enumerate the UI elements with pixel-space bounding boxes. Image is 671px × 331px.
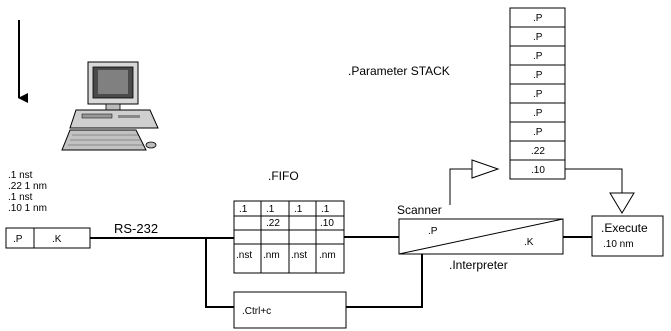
fifo-bottom-3: .nst [291, 250, 307, 261]
scanner-label: Scanner [397, 203, 442, 217]
fifo-bottom-2: .nm [263, 250, 280, 261]
stack-cell-3: .P [533, 51, 543, 62]
stack-cell-2: .P [533, 32, 543, 43]
stack-cell-9: .10 [531, 165, 545, 176]
host-line-3: .1 nst [8, 192, 33, 203]
fifo-mid-4: .10 [320, 218, 334, 229]
execute-value: .10 nm [603, 239, 634, 250]
stack-cell-4: .P [533, 70, 543, 81]
fifo-top-4: .1 [321, 204, 330, 215]
fifo-top-3: .1 [294, 204, 303, 215]
interpreter-label: .Interpreter [449, 258, 508, 272]
interpreter-diagonal [398, 218, 564, 255]
stack-cell-6: .P [533, 108, 543, 119]
fifo-top-1: .1 [239, 204, 248, 215]
stack-cell-7: .P [533, 127, 543, 138]
scanner-triangle-icon [471, 159, 500, 179]
stack-cell-5: .P [533, 89, 543, 100]
fifo-bottom-1: .nst [236, 250, 252, 261]
ctrl-box [233, 291, 347, 329]
stack-cell-1: .P [533, 13, 543, 24]
scanner-line [449, 168, 472, 205]
fifo-title: .FIFO [268, 169, 299, 183]
stack-output-line [565, 168, 623, 193]
fifo-mid-2: .22 [266, 218, 280, 229]
serial-box-left: .P [13, 234, 23, 245]
stack-cell-8: .22 [531, 146, 545, 157]
stack-title: .Parameter STACK [348, 64, 450, 78]
ctrl-path-right [346, 254, 423, 308]
serial-box-right: .K [52, 234, 62, 245]
parameter-stack [509, 7, 566, 180]
interpreter-left: .P [428, 226, 438, 237]
computer-icon [61, 61, 159, 151]
ctrl-path-left [205, 238, 234, 308]
stack-output-triangle-icon [609, 192, 635, 214]
fifo-box [233, 200, 345, 274]
host-line-4: .10 1 nm [8, 203, 47, 214]
execute-title: .Execute [601, 221, 648, 235]
fifo-top-2: .1 [266, 204, 275, 215]
execute-box [591, 215, 664, 257]
interpreter-right: .K [524, 237, 534, 248]
host-line-2: .22 1 nm [8, 181, 47, 192]
fifo-bottom-4: .nm [319, 250, 336, 261]
rs232-label: RS-232 [114, 221, 158, 236]
host-line-1: .1 nst [8, 170, 33, 181]
ctrl-label: .Ctrl+c [242, 306, 271, 317]
